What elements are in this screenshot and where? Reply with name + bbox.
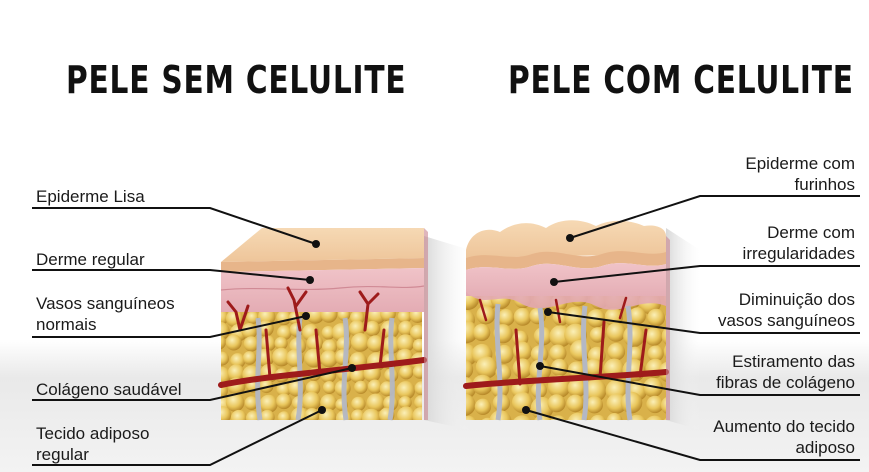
marker-tecido-aumento <box>522 406 530 414</box>
fat-cell <box>476 356 498 378</box>
fat-cell <box>645 416 665 436</box>
fat-cell <box>368 380 382 394</box>
label-epiderme-com-line2: furinhos <box>795 174 855 195</box>
fat-cell <box>351 397 365 411</box>
fat-cell <box>514 308 532 326</box>
fat-cell <box>607 323 626 342</box>
fat-cell <box>214 406 231 423</box>
label-diminuicao-line1: Diminuição dos <box>739 289 855 310</box>
fat-cell <box>362 409 381 428</box>
left-skin-block <box>211 228 431 428</box>
label-diminuicao-line2: vasos sanguíneos <box>718 310 855 331</box>
fat-cell <box>231 410 247 426</box>
fat-cell <box>351 333 370 352</box>
marker-tecido-regular <box>318 406 326 414</box>
label-vasos-sanguineos-line2: normais <box>36 314 96 335</box>
marker-colageno-saudavel <box>348 364 356 372</box>
fat-cell <box>479 418 496 435</box>
fat-cell <box>621 392 643 414</box>
marker-vasos-diminuicao <box>544 308 552 316</box>
fat-cell <box>399 365 413 379</box>
label-derme-com-line1: Derme com <box>767 222 855 243</box>
fat-cell <box>473 324 490 341</box>
fat-cell <box>276 394 292 410</box>
marker-derme-irregular <box>550 278 558 286</box>
right-skin-block <box>453 220 685 437</box>
label-epiderme-lisa: Epiderme Lisa <box>36 186 145 207</box>
fat-cell <box>320 350 337 367</box>
fat-cell <box>323 381 336 394</box>
marker-vasos-normais <box>302 312 310 320</box>
block-shadow-left <box>424 236 470 430</box>
fat-cell <box>511 415 533 437</box>
fat-cell <box>608 343 626 361</box>
fat-cell <box>211 322 229 340</box>
label-colageno-saudavel: Colágeno saudável <box>36 379 182 400</box>
label-vasos-sanguineos-line1: Vasos sanguíneos <box>36 293 175 314</box>
label-derme-regular: Derme regular <box>36 249 145 270</box>
label-aumento-line1: Aumento do tecido <box>713 416 855 437</box>
fat-cell <box>226 335 242 351</box>
marker-epiderme-furinhos <box>566 234 574 242</box>
label-epiderme-com-line1: Epiderme com <box>745 153 855 174</box>
left-dermis <box>221 268 424 318</box>
fat-cell <box>354 381 367 394</box>
fat-cell <box>570 340 591 361</box>
left-epidermis-top <box>221 228 424 262</box>
label-aumento-line2: adiposo <box>795 437 855 458</box>
fat-cell <box>243 351 257 365</box>
fat-cell <box>278 411 291 424</box>
label-tecido-adiposo-line2: regular <box>36 444 89 465</box>
label-estiramento-line1: Estiramento das <box>732 351 855 372</box>
label-derme-com-line2: irregularidades <box>743 243 855 264</box>
label-estiramento-line2: fibras de colágeno <box>716 372 855 393</box>
marker-colageno-estiramento <box>536 362 544 370</box>
fat-cell <box>260 410 275 425</box>
fat-cell <box>513 358 533 378</box>
fat-cell <box>548 394 566 412</box>
fat-cell <box>647 309 665 327</box>
fat-cell <box>498 309 515 326</box>
fat-cell <box>215 352 229 366</box>
fat-cell <box>567 395 585 413</box>
fat-cell <box>302 392 321 411</box>
fat-cell <box>475 399 491 415</box>
fat-cell <box>623 326 645 348</box>
label-tecido-adiposo-line1: Tecido adiposo <box>36 423 149 444</box>
marker-derme-regular <box>306 276 314 284</box>
fat-cell <box>607 413 623 429</box>
marker-epiderme-lisa <box>312 240 320 248</box>
